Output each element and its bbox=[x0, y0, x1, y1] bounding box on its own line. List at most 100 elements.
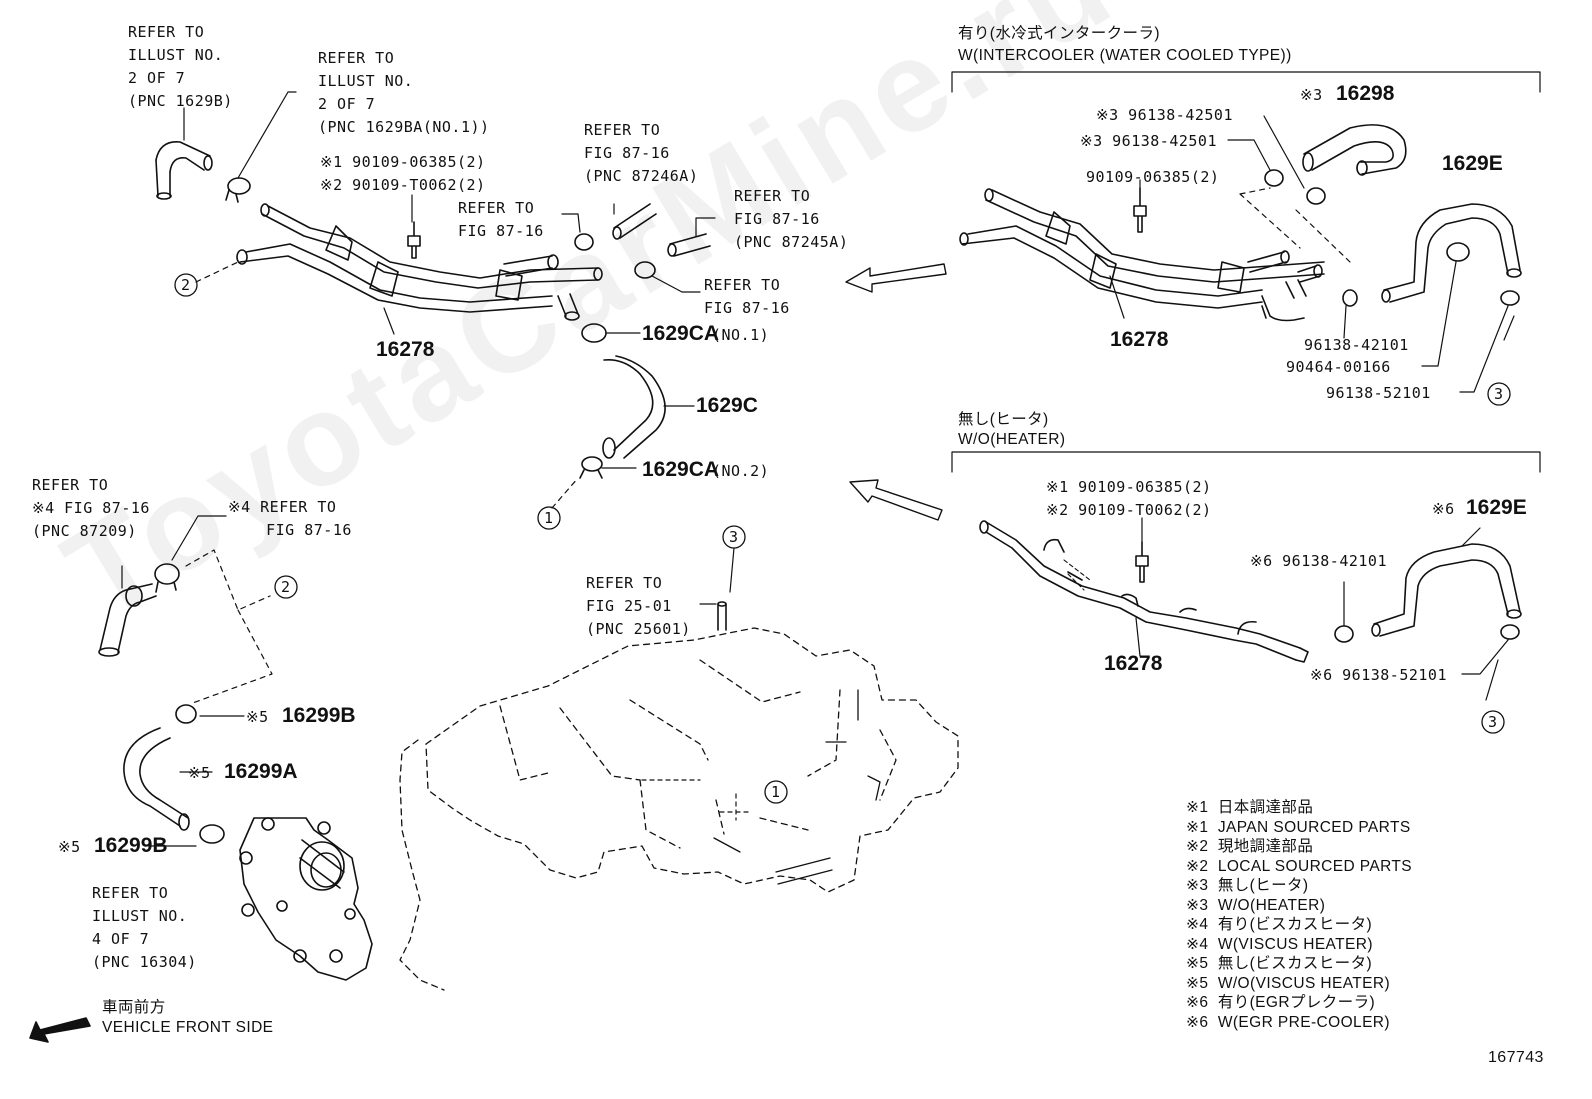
ref-circle-3-b: 3 bbox=[1494, 385, 1504, 403]
ref-circle-1-b: 1 bbox=[771, 783, 781, 801]
notes-legend: ※1 日本調達部品 ※1 JAPAN SOURCED PARTS ※2 現地調達… bbox=[1186, 798, 1412, 1032]
ic-water-pipe-16278 bbox=[959, 188, 1325, 322]
label-ic-bolt: 90109-06385(2) bbox=[1086, 168, 1220, 186]
label-front-jp: 車両前方 bbox=[102, 999, 166, 1016]
label-refer-fig-87-16-87245a: REFER TO FIG 87-16 (PNC 87245A) bbox=[734, 187, 849, 251]
clamp-1629ba bbox=[225, 177, 251, 203]
dashed-ref-lines-left bbox=[195, 261, 579, 509]
bolt-left bbox=[407, 221, 421, 259]
note-line: ※6 W(EGR PRE-COOLER) bbox=[1186, 1013, 1390, 1031]
hose-87246a bbox=[612, 203, 657, 240]
engine-solid-edges bbox=[713, 689, 881, 885]
hose-1629b bbox=[155, 141, 213, 200]
note-line: ※4 有り(ビスカスヒータ) bbox=[1186, 916, 1373, 933]
vehicle-front-arrow bbox=[29, 1017, 91, 1043]
engine-outline bbox=[399, 627, 959, 991]
mark-16299b-top: ※5 bbox=[246, 708, 269, 726]
hose-87245a bbox=[667, 233, 711, 257]
part-number-16299a: 16299A bbox=[224, 760, 298, 783]
label-ic-clamp-b: ※3 96138-42501 bbox=[1080, 132, 1217, 150]
ref-circles bbox=[174, 273, 1511, 804]
label-bolt-left: ※1 90109-06385(2) ※2 90109-T0062(2) bbox=[320, 153, 486, 194]
leader-25-01 bbox=[699, 547, 735, 605]
ref-circle-2-b: 2 bbox=[281, 578, 291, 596]
part-suffix-1629ca-no2: (NO.2) bbox=[712, 462, 770, 480]
ref-circle-3-c: 3 bbox=[1488, 713, 1498, 731]
ic-hose-1629e bbox=[1381, 203, 1522, 303]
fig-25-01-pipe bbox=[717, 601, 727, 631]
mark-16298: ※3 bbox=[1300, 86, 1323, 104]
ic-leaders bbox=[1109, 115, 1515, 393]
section-title-noheater-en: W/O(HEATER) bbox=[958, 431, 1066, 448]
mark-16299b-bot: ※5 bbox=[58, 838, 81, 856]
bracket-intercooler bbox=[951, 71, 1541, 93]
label-refer-fig-87-16-x4: ※4 REFER TO FIG 87-16 bbox=[228, 498, 352, 539]
note-line: ※2 現地調達部品 bbox=[1186, 838, 1314, 855]
part-number-16299b-top: 16299B bbox=[282, 704, 356, 727]
note-line: ※2 LOCAL SOURCED PARTS bbox=[1186, 857, 1413, 875]
part-number-16278-main: 16278 bbox=[376, 338, 435, 361]
label-nh-clamp-52101: ※6 96138-52101 bbox=[1310, 666, 1447, 684]
part-number-1629c: 1629C bbox=[696, 394, 758, 417]
dashed-viscus-bracket bbox=[185, 549, 273, 705]
mark-nh-1629e: ※6 bbox=[1432, 500, 1455, 518]
arrow-from-intercooler bbox=[845, 263, 947, 293]
engine-port-line bbox=[641, 779, 753, 821]
part-number-1629ca-no2: 1629CA bbox=[642, 458, 720, 481]
part-number-16298: 16298 bbox=[1336, 82, 1395, 105]
nh-hose-1629e bbox=[1371, 543, 1522, 637]
label-ic-clamp-a: ※3 96138-42501 bbox=[1096, 106, 1233, 124]
part-number-1629ca-no1: 1629CA bbox=[642, 322, 720, 345]
ref-circle-2-a: 2 bbox=[181, 276, 191, 294]
ic-clamps bbox=[1264, 169, 1520, 307]
note-line: ※1 日本調達部品 bbox=[1186, 799, 1314, 816]
water-pipe-16278-main bbox=[236, 203, 603, 321]
section-title-intercooler-en: W(INTERCOOLER (WATER COOLED TYPE)) bbox=[958, 47, 1292, 64]
label-refer-illust-4: REFER TO ILLUST NO. 4 OF 7 (PNC 16304) bbox=[92, 884, 197, 971]
label-refer-fig-25-01: REFER TO FIG 25-01 (PNC 25601) bbox=[586, 574, 691, 638]
part-number-nh-16278: 16278 bbox=[1104, 652, 1163, 675]
note-line: ※1 JAPAN SOURCED PARTS bbox=[1186, 818, 1411, 836]
nh-bolt bbox=[1135, 541, 1149, 583]
label-front-en: VEHICLE FRONT SIDE bbox=[102, 1019, 274, 1036]
note-line: ※6 有り(EGRプレクーラ) bbox=[1186, 994, 1376, 1011]
nh-leaders bbox=[1135, 517, 1509, 701]
label-refer-illust-2-1629b: REFER TO ILLUST NO. 2 OF 7 (PNC 1629B) bbox=[128, 23, 233, 110]
water-pump-housing bbox=[239, 817, 373, 981]
clamps-87-16 bbox=[574, 233, 656, 279]
label-ic-96138-42101: 96138-42101 bbox=[1304, 336, 1409, 354]
section-title-intercooler-jp: 有り(水冷式インタークーラ) bbox=[958, 25, 1160, 42]
hose-1629c bbox=[579, 323, 666, 479]
section-title-noheater-jp: 無し(ヒータ) bbox=[958, 411, 1049, 428]
note-line: ※4 W(VISCUS HEATER) bbox=[1186, 935, 1373, 953]
note-line: ※3 W/O(HEATER) bbox=[1186, 896, 1326, 914]
part-number-ic-16278: 16278 bbox=[1110, 328, 1169, 351]
part-suffix-1629ca-no1: (NO.1) bbox=[712, 326, 770, 344]
label-nh-clamp-42101: ※6 96138-42101 bbox=[1250, 552, 1387, 570]
label-refer-fig-87-16-87246a: REFER TO FIG 87-16 (PNC 87246A) bbox=[584, 121, 699, 185]
label-refer-fig-87-16-a: REFER TO FIG 87-16 bbox=[458, 199, 544, 240]
label-nh-bolt: ※1 90109-06385(2) ※2 90109-T0062(2) bbox=[1046, 478, 1212, 519]
label-refer-illust-2-1629ba: REFER TO ILLUST NO. 2 OF 7 (PNC 1629BA(N… bbox=[318, 49, 490, 136]
label-refer-fig-87-16-b: REFER TO FIG 87-16 bbox=[704, 276, 790, 317]
mark-16299a: ※5 bbox=[188, 764, 211, 782]
leaders-16299 bbox=[121, 515, 245, 847]
ref-circle-1-a: 1 bbox=[544, 509, 554, 527]
hose-16299a bbox=[123, 704, 225, 844]
ic-hose-16298 bbox=[1302, 124, 1407, 176]
ic-dashed bbox=[1239, 187, 1351, 263]
note-line: ※3 無し(ヒータ) bbox=[1186, 877, 1309, 894]
ic-bolt bbox=[1133, 187, 1147, 233]
label-ic-96138-52101: 96138-52101 bbox=[1326, 384, 1431, 402]
viscus-hose-87209 bbox=[98, 563, 180, 657]
part-number-16299b-bot: 16299B bbox=[94, 834, 168, 857]
part-number-ic-1629e: 1629E bbox=[1442, 152, 1503, 175]
label-refer-fig-87-16-87209: REFER TO ※4 FIG 87-16 (PNC 87209) bbox=[32, 476, 150, 540]
nh-clamps bbox=[1334, 624, 1520, 643]
nh-water-pipe-16278 bbox=[979, 520, 1309, 663]
arrow-from-noheater bbox=[849, 479, 943, 521]
ref-circle-3-a: 3 bbox=[729, 528, 739, 546]
part-number-nh-1629e: 1629E bbox=[1466, 496, 1527, 519]
leader-lines-left-top bbox=[183, 91, 716, 469]
